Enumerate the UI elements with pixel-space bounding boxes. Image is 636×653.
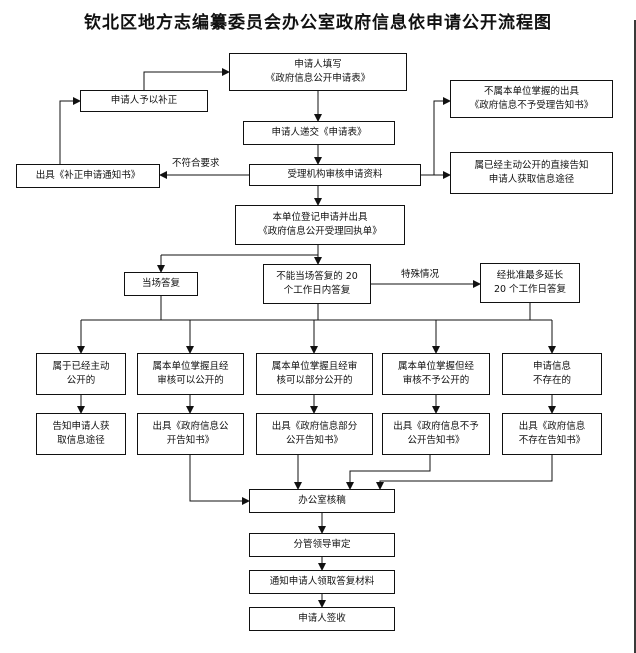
node-text-line: 申请人填写 — [294, 59, 342, 71]
node-text-line: 公开的 — [66, 375, 96, 386]
correct-box: 申请人予以补正 — [80, 90, 208, 112]
node-text-line: 个工作日内答复 — [283, 285, 351, 296]
node-text-line: 申请信息 — [532, 361, 571, 373]
node-text-line: 属本单位掌握且经审 — [271, 361, 358, 373]
node-text-line: 20 个工作日答复 — [493, 284, 567, 295]
review-box: 受理机构审核申请资料 — [249, 164, 421, 186]
node-text-line: 《政府信息公开受理回执单》 — [258, 226, 382, 237]
extend-box: 经批准最多延长 20 个工作日答复 — [480, 263, 580, 303]
node-text-line: 告知申请人获 — [52, 421, 110, 433]
connector-arrow — [189, 455, 250, 505]
category-partial-box: 属本单位掌握且经审核可以部分公开的 — [256, 353, 373, 395]
node-text-line: 受理机构审核申请资料 — [287, 169, 383, 181]
node-text-line: 分管领导审定 — [293, 539, 351, 551]
node-text-line: 出具《政府信息部分 — [271, 421, 358, 433]
category-not-public-box: 属本单位掌握但经审核不予公开的 — [382, 353, 490, 395]
category-can-public-box: 属本单位掌握且经审核可以公开的 — [137, 353, 244, 395]
node-text-line: 不存在告知书》 — [518, 435, 586, 446]
notify-box: 通知申请人领取答复材料 — [249, 570, 395, 594]
node-text-line: 开告知书》 — [166, 435, 215, 446]
edge-label-special: 特殊情况 — [400, 266, 441, 280]
node-text-line: 属已经主动公开的直接告知 — [474, 160, 589, 172]
leader-review-box: 分管领导审定 — [249, 533, 395, 557]
node-text-line: 经批准最多延长 — [496, 270, 564, 282]
node-text-line: 出具《政府信息公 — [152, 421, 229, 433]
connector-arrow — [346, 455, 431, 490]
page-edge-border — [634, 20, 636, 653]
node-text-line: 本单位登记申请并出具 — [272, 212, 368, 224]
office-review-box: 办公室核稿 — [249, 489, 395, 513]
outcome-not-exist-box: 出具《政府信息不存在告知书》 — [502, 413, 602, 455]
node-text-line: 办公室核稿 — [298, 495, 346, 507]
outcome-public-box: 出具《政府信息公开告知书》 — [137, 413, 244, 455]
node-text-line: 《政府信息不予受理告知书》 — [469, 100, 594, 111]
connector-arrow — [433, 97, 451, 175]
node-text-line: 不能当场答复的 20 — [276, 271, 358, 283]
node-text-line: 属本单位掌握但经 — [397, 361, 474, 373]
node-text-line: 申请人予以补正 — [110, 95, 178, 107]
node-text-line: 申请人递交《申请表》 — [271, 127, 367, 139]
outcome-not-public-box: 出具《政府信息不予公开告知书》 — [382, 413, 490, 455]
category-not-exist-box: 申请信息不存在的 — [502, 353, 602, 395]
node-text-line: 取信息途径 — [57, 435, 105, 446]
node-text-line: 当场答复 — [141, 278, 180, 290]
fill-form-box: 申请人填写《政府信息公开申请表》 — [229, 53, 407, 91]
page-title: 钦北区地方志编纂委员会办公室政府信息依申请公开流程图 — [84, 13, 552, 33]
sign-box: 申请人签收 — [249, 607, 395, 631]
connector-arrow — [59, 97, 81, 164]
node-text-line: 属于已经主动 — [52, 361, 110, 373]
within20-box: 不能当场答复的 20 个工作日内答复 — [263, 264, 371, 304]
submit-box: 申请人递交《申请表》 — [243, 121, 395, 145]
immediate-box: 当场答复 — [124, 272, 198, 296]
node-text-line: 公开告知书》 — [407, 435, 465, 446]
node-text-line: 通知申请人领取答复材料 — [269, 576, 375, 588]
outcome-partial-box: 出具《政府信息部分公开告知书》 — [256, 413, 373, 455]
already-public-notice-box: 属已经主动公开的直接告知申请人获取信息途径 — [450, 152, 613, 194]
node-text-line: 《政府信息公开申请表》 — [265, 73, 371, 84]
not-held-notice-box: 不属本单位掌握的出具《政府信息不予受理告知书》 — [450, 80, 613, 118]
node-text-line: 不属本单位掌握的出具 — [483, 86, 579, 98]
node-text-line: 审核不予公开的 — [402, 375, 470, 386]
node-text-line: 公开告知书》 — [285, 435, 343, 446]
node-text-line: 不存在的 — [532, 375, 571, 386]
category-public-box: 属于已经主动公开的 — [36, 353, 126, 395]
node-text-line: 属本单位掌握且经 — [152, 361, 229, 373]
node-text-line: 审核可以公开的 — [157, 375, 224, 386]
edge-label-noncompliant: 不符合要求 — [171, 155, 221, 169]
issue-correction-box: 出具《补正申请通知书》 — [16, 164, 160, 188]
connector-arrow — [376, 455, 553, 490]
node-text-line: 申请人获取信息途径 — [488, 174, 575, 185]
node-text-line: 出具《政府信息 — [518, 421, 586, 433]
node-text-line: 出具《政府信息不予 — [393, 421, 479, 433]
node-text-line: 出具《补正申请通知书》 — [35, 170, 141, 182]
node-text-line: 核可以部分公开的 — [276, 375, 353, 386]
outcome-inform-box: 告知申请人获取信息途径 — [36, 413, 126, 455]
node-text-line: 申请人签收 — [298, 613, 346, 625]
register-box: 本单位登记申请并出具《政府信息公开受理回执单》 — [235, 205, 405, 245]
connector-arrow — [143, 68, 230, 90]
